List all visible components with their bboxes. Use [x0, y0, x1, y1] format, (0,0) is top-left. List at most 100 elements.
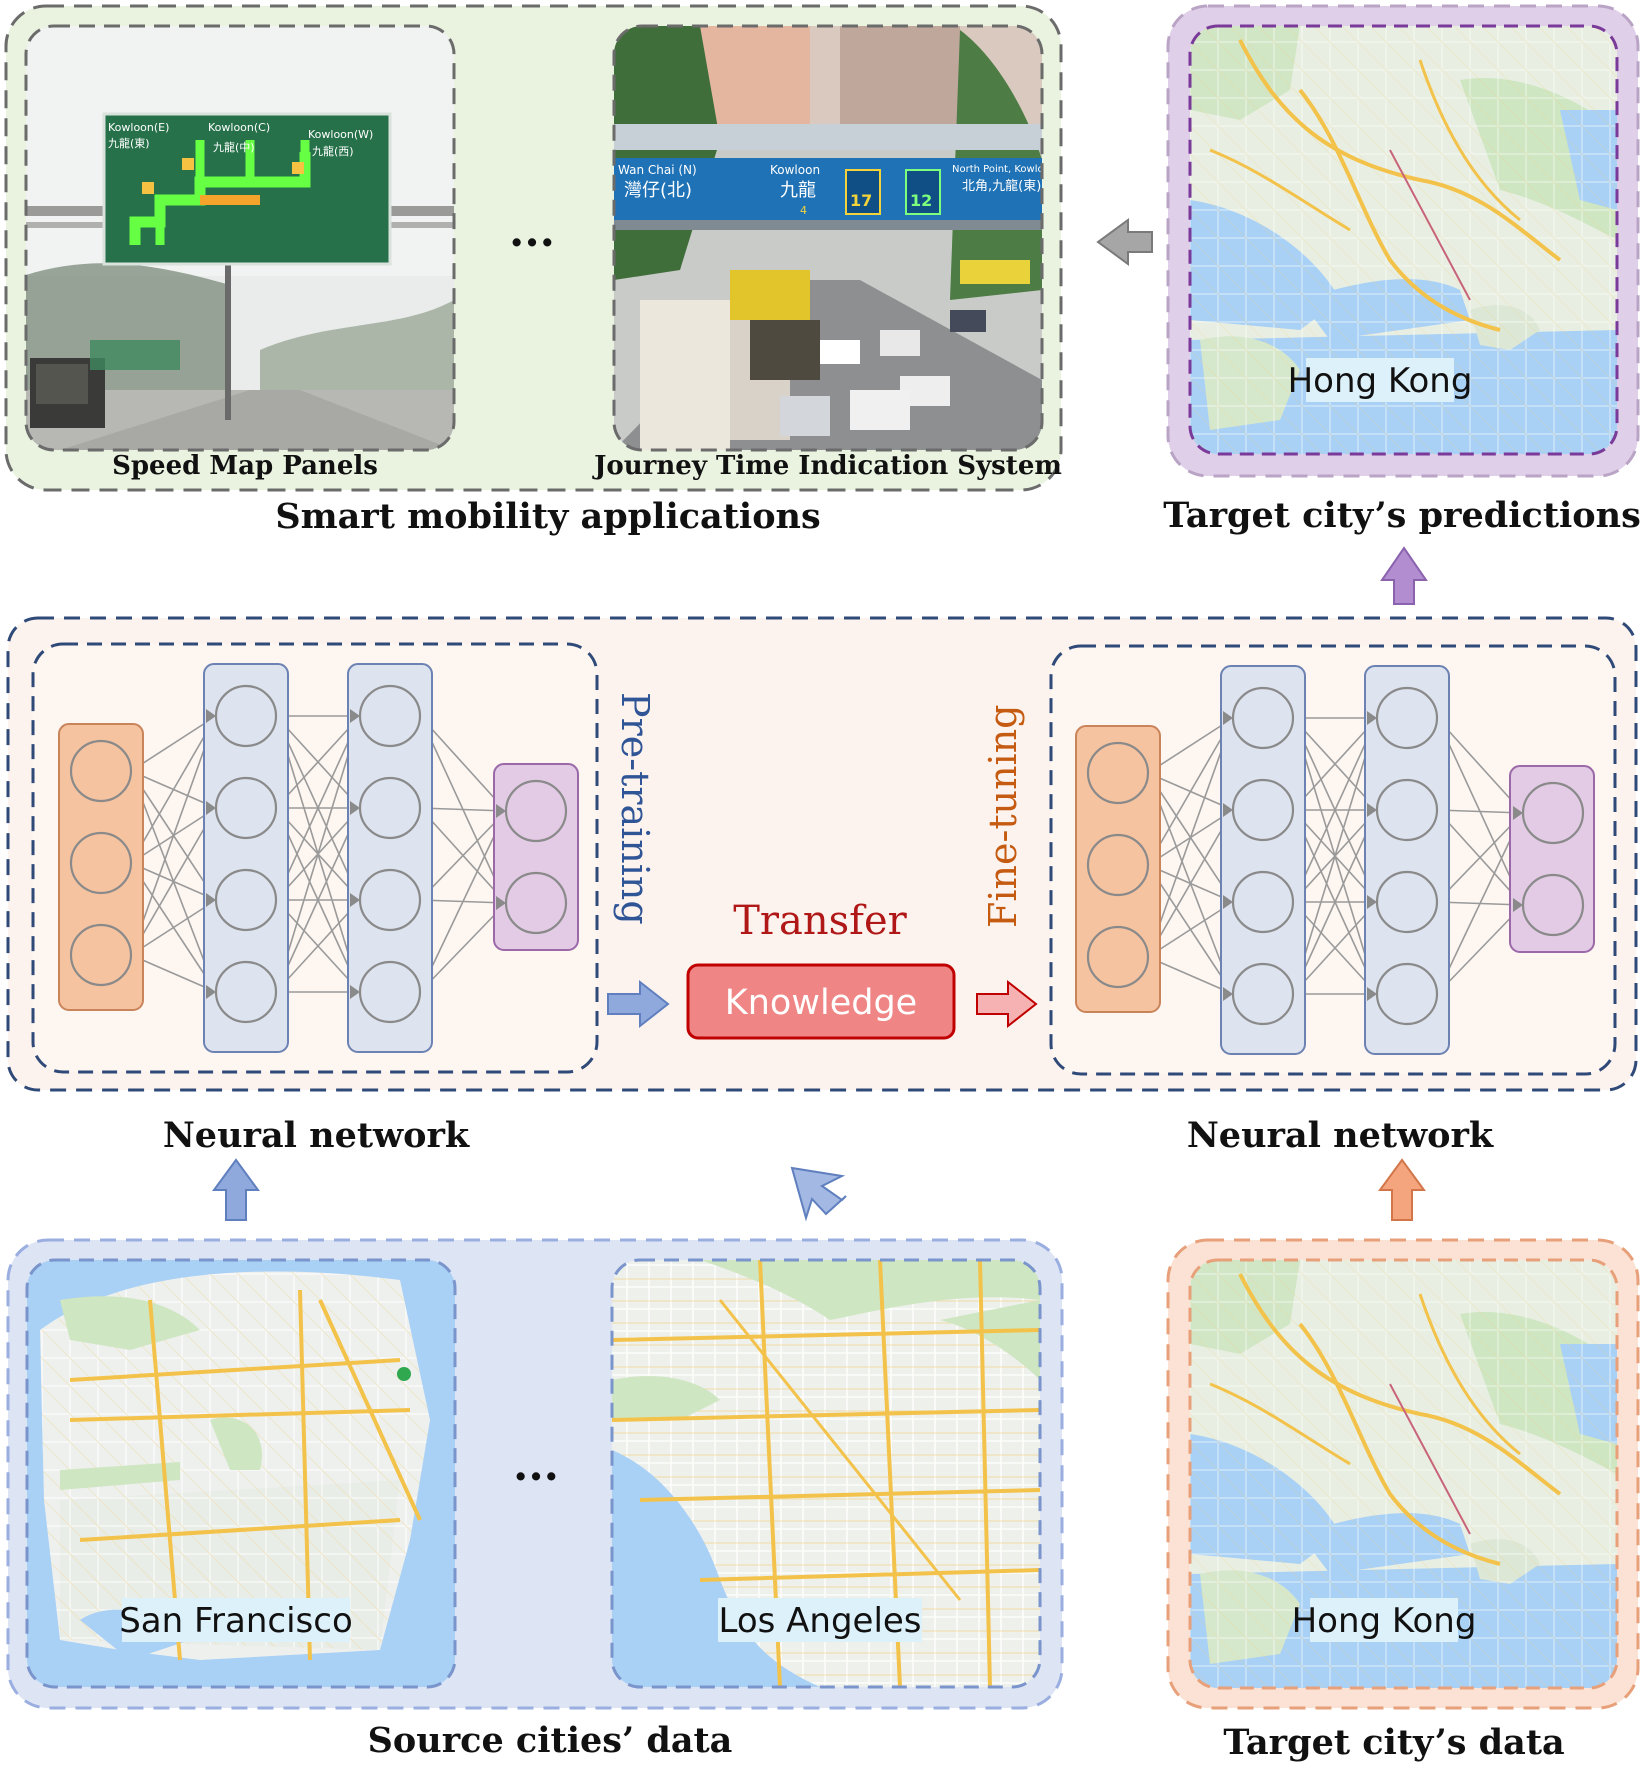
- left-network-edge: [130, 715, 217, 956]
- right-network-edge: [1147, 717, 1234, 866]
- target-map-label: Hong Kong: [1292, 1601, 1477, 1641]
- sign-right-text-6: 北角,九龍(東): [962, 178, 1041, 194]
- target-data-group: Hong Kong Target city’s data: [1166, 1238, 1640, 1763]
- left-hidden-layer-2: [347, 663, 433, 1053]
- arrow-out-of-knowledge: [976, 979, 1038, 1029]
- knowledge-box: [686, 963, 956, 1040]
- sign-left-text-4: 九龍(東): [108, 136, 150, 150]
- pretraining-label: Pre-training: [613, 692, 657, 925]
- left-network-edge: [130, 715, 217, 864]
- right-network-edge: [1436, 812, 1524, 995]
- la-map-label: Los Angeles: [718, 1601, 921, 1641]
- arrow-into-knowledge: [607, 979, 670, 1029]
- right-network-edge-arrowhead: [1223, 711, 1233, 725]
- sign-left-text-3: Kowloon(W): [308, 128, 373, 141]
- right-network-edge: [1436, 809, 1524, 814]
- left-network-edge: [419, 810, 507, 901]
- arrow-target-to-network: [1378, 1158, 1426, 1221]
- right-output-layer: [1509, 765, 1595, 953]
- right-network-edge: [1292, 717, 1378, 995]
- left-network-edge-arrowhead: [206, 801, 216, 815]
- sign-right-text-9: 4: [800, 204, 807, 217]
- left-network-edge: [275, 807, 361, 993]
- sign-right-text-7: 17: [850, 191, 872, 210]
- right-hidden-layer-2: [1364, 665, 1450, 1055]
- la-map-label-box: [718, 1598, 922, 1642]
- arrow-sf-to-network: [212, 1158, 260, 1221]
- left-network-node-layer-1: [69, 831, 133, 895]
- arrow-la-to-network: [790, 1166, 847, 1222]
- left-network-caption: Neural network: [163, 1115, 470, 1156]
- right-network-edge-arrowhead: [1223, 987, 1233, 1001]
- hong-kong-map-prediction: Hong Kong: [1190, 26, 1617, 454]
- right-network-edge: [1292, 809, 1378, 995]
- right-hidden-layer-1: [1220, 665, 1306, 1055]
- right-network-caption: Neural network: [1187, 1115, 1494, 1156]
- speed-map-caption: Speed Map Panels: [112, 451, 378, 481]
- right-network-edges: [1147, 717, 1524, 995]
- right-input-layer: [1075, 725, 1161, 1013]
- right-network-edge-arrowhead: [1367, 711, 1377, 725]
- right-network-edge: [1147, 956, 1234, 995]
- left-network-edge: [130, 807, 217, 956]
- right-network-edge: [1292, 901, 1378, 995]
- target-map-frame: [1188, 1258, 1619, 1690]
- prediction-map-frame: [1188, 24, 1619, 456]
- journey-time-caption: Journey Time Indication System: [592, 451, 1062, 481]
- right-network-node-layer-1: [1086, 925, 1150, 989]
- la-map-frame: [610, 1258, 1042, 1689]
- knowledge-label: Knowledge: [725, 983, 917, 1023]
- right-network-edge-arrowhead: [1367, 803, 1377, 817]
- left-network-edge: [419, 902, 507, 993]
- left-network-edge-arrowhead: [206, 985, 216, 999]
- left-network-edge-arrowhead: [496, 896, 506, 910]
- right-network-edge-arrowhead: [1367, 895, 1377, 909]
- left-network-edge: [275, 715, 361, 993]
- left-network-edge: [275, 715, 361, 901]
- right-network-edge: [1436, 717, 1524, 814]
- right-network-nodes: [1086, 686, 1585, 1026]
- left-network-node-layer-1: [69, 923, 133, 987]
- prediction-map-label: Hong Kong: [1288, 361, 1473, 401]
- sign-right-text-8: 12: [910, 191, 932, 210]
- left-network-edge-arrowhead: [350, 709, 360, 723]
- right-network-edge: [1292, 717, 1378, 811]
- sign-right-text-5: North Point, Kowloon: [952, 164, 1056, 175]
- right-network-edge: [1147, 809, 1234, 958]
- left-network-nodes: [69, 684, 568, 1024]
- sf-map-frame: [25, 1258, 457, 1689]
- right-network-edge-arrowhead: [1223, 895, 1233, 909]
- right-network-edge-arrowhead: [1513, 806, 1523, 820]
- right-network-edge-arrowhead: [1367, 987, 1377, 1001]
- journey-time-photo: Wan Chai (N) 灣仔(北) Kowloon 九龍 North Poin…: [614, 26, 1056, 450]
- left-network-edges: [130, 715, 507, 993]
- left-network-edge-arrowhead: [350, 893, 360, 907]
- left-network-edge: [419, 810, 507, 993]
- sf-map-label: San Francisco: [119, 1601, 353, 1641]
- left-network-edge-arrowhead: [350, 801, 360, 815]
- left-network-edge: [130, 715, 217, 772]
- left-input-layer: [58, 723, 144, 1011]
- left-network-edge: [275, 899, 361, 993]
- applications-group: Kowloon(E) Kowloon(C) Kowloon(W) 九龍(東) 九…: [4, 4, 1063, 537]
- right-network-edge: [1147, 717, 1234, 774]
- left-hidden-layer-1: [203, 663, 289, 1053]
- source-cities-title: Source cities’ data: [368, 1720, 733, 1761]
- left-network-edge: [419, 807, 507, 812]
- sign-right-text-1: Wan Chai (N): [618, 163, 697, 177]
- san-francisco-map: San Francisco: [27, 1260, 455, 1687]
- target-map-label-box: [1310, 1598, 1458, 1642]
- sign-right-text-4: 九龍: [780, 180, 816, 201]
- right-network-edge: [1147, 901, 1234, 958]
- los-angeles-map: Los Angeles: [612, 1260, 1040, 1687]
- predictions-group: Hong Kong Target city’s predictions: [1163, 4, 1641, 536]
- right-network-node-layer-1: [1086, 833, 1150, 897]
- transfer-label: Transfer: [733, 898, 907, 944]
- journey-photo-frame: [612, 24, 1044, 452]
- left-network-edge: [275, 715, 361, 809]
- left-network-edge-arrowhead: [206, 709, 216, 723]
- sign-left-text-2: Kowloon(C): [208, 121, 270, 134]
- left-network-edge-arrowhead: [496, 804, 506, 818]
